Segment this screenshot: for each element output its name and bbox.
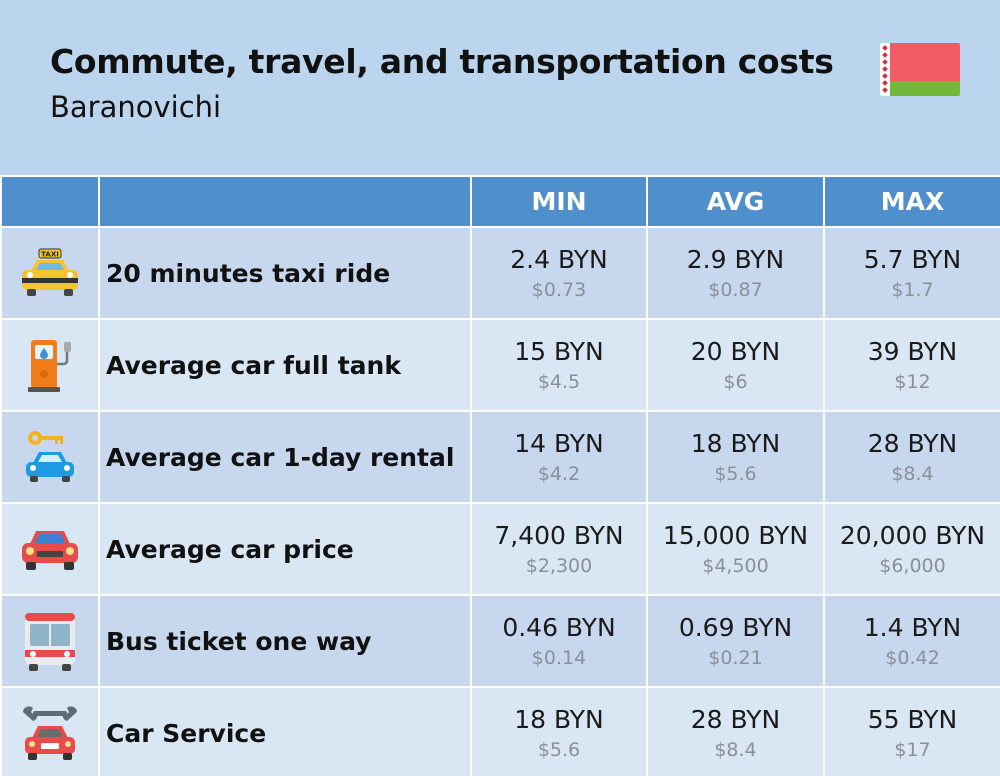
- row-label: 20 minutes taxi ride: [98, 226, 472, 320]
- belarus-flag-icon: [880, 43, 960, 96]
- table-row: TAXI 20 minutes taxi ride 2.4 BYN$0.73 2…: [0, 226, 1000, 320]
- avg-cell: 20 BYN$6: [646, 318, 825, 412]
- header-icon-cell: [0, 175, 100, 228]
- car-icon: [22, 531, 78, 570]
- table-header-row: MIN AVG MAX: [0, 175, 1000, 228]
- min-cell: 2.4 BYN$0.73: [470, 226, 648, 320]
- avg-cell: 28 BYN$8.4: [646, 686, 825, 776]
- header: Commute, travel, and transportation cost…: [0, 0, 1000, 175]
- max-cell: 1.4 BYN$0.42: [823, 594, 1000, 688]
- table-row: Car Service 18 BYN$5.6 28 BYN$8.4 55 BYN…: [0, 686, 1000, 776]
- table-row: Bus ticket one way 0.46 BYN$0.14 0.69 BY…: [0, 594, 1000, 688]
- max-cell: 39 BYN$12: [823, 318, 1000, 412]
- avg-cell: 18 BYN$5.6: [646, 410, 825, 504]
- column-header-max: MAX: [823, 175, 1000, 228]
- min-cell: 18 BYN$5.6: [470, 686, 648, 776]
- avg-cell: 2.9 BYN$0.87: [646, 226, 825, 320]
- column-header-min: MIN: [470, 175, 648, 228]
- taxi-icon: TAXI: [22, 248, 78, 296]
- page-title: Commute, travel, and transportation cost…: [50, 42, 834, 81]
- max-cell: 55 BYN$17: [823, 686, 1000, 776]
- table-row: Average car 1-day rental 14 BYN$4.2 18 B…: [0, 410, 1000, 504]
- table-row: Average car price 7,400 BYN$2,300 15,000…: [0, 502, 1000, 596]
- avg-cell: 0.69 BYN$0.21: [646, 594, 825, 688]
- row-label: Bus ticket one way: [98, 594, 472, 688]
- car-key-icon: [26, 431, 74, 482]
- min-cell: 14 BYN$4.2: [470, 410, 648, 504]
- min-cell: 7,400 BYN$2,300: [470, 502, 648, 596]
- table-row: Average car full tank 15 BYN$4.5 20 BYN$…: [0, 318, 1000, 412]
- row-label: Average car price: [98, 502, 472, 596]
- bus-icon: [25, 613, 75, 671]
- header-label-cell: [98, 175, 472, 228]
- avg-cell: 15,000 BYN$4,500: [646, 502, 825, 596]
- column-header-avg: AVG: [646, 175, 825, 228]
- max-cell: 20,000 BYN$6,000: [823, 502, 1000, 596]
- costs-table: MIN AVG MAX TAXI 20 minutes taxi ride: [0, 175, 1000, 776]
- svg-text:TAXI: TAXI: [41, 251, 59, 259]
- row-label: Average car 1-day rental: [98, 410, 472, 504]
- max-cell: 5.7 BYN$1.7: [823, 226, 1000, 320]
- min-cell: 0.46 BYN$0.14: [470, 594, 648, 688]
- row-label: Car Service: [98, 686, 472, 776]
- max-cell: 28 BYN$8.4: [823, 410, 1000, 504]
- row-label: Average car full tank: [98, 318, 472, 412]
- min-cell: 15 BYN$4.5: [470, 318, 648, 412]
- car-service-icon: [23, 706, 77, 760]
- city-name: Baranovichi: [50, 90, 222, 124]
- fuel-pump-icon: [28, 340, 71, 392]
